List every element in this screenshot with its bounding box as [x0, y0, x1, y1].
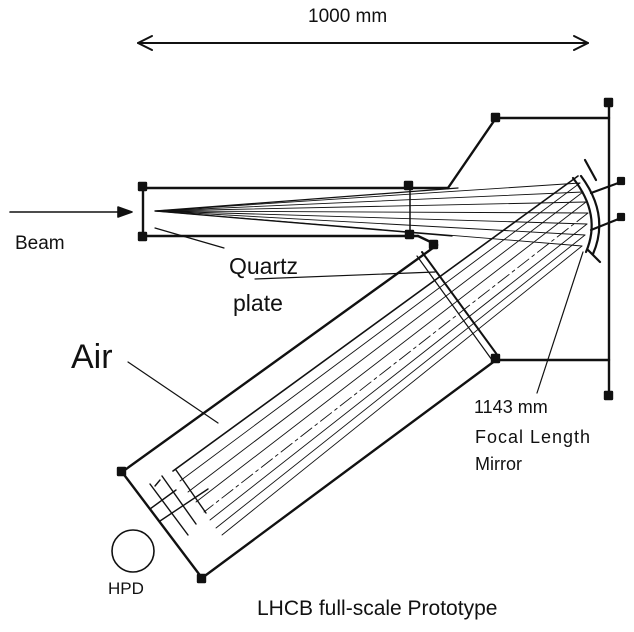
- quartz-label-line2: plate: [233, 290, 283, 316]
- beam-label: Beam: [15, 233, 65, 254]
- horizontal-tube: [137, 180, 450, 242]
- mirror: [571, 158, 626, 264]
- hpd-label: HPD: [108, 579, 144, 598]
- caption: LHCB full-scale Prototype: [257, 597, 498, 620]
- focal-label-line1: 1143 mm: [474, 397, 548, 417]
- leader-lines: [127, 227, 584, 424]
- diagonal-tube: [116, 239, 501, 584]
- beam-arrow: [9, 206, 133, 218]
- mirror-housing: [416, 97, 614, 401]
- reflected-rays: [172, 175, 589, 536]
- detector-plane: [149, 469, 209, 536]
- dimension-arrow: [137, 35, 589, 51]
- dimension-label: 1000 mm: [308, 6, 388, 27]
- focal-label-line3: Mirror: [475, 454, 522, 474]
- hpd-circle: [111, 529, 155, 573]
- air-label: Air: [71, 338, 113, 376]
- quartz-label-line1: Quartz: [229, 253, 299, 279]
- focal-label-line2: Focal Length: [475, 427, 592, 447]
